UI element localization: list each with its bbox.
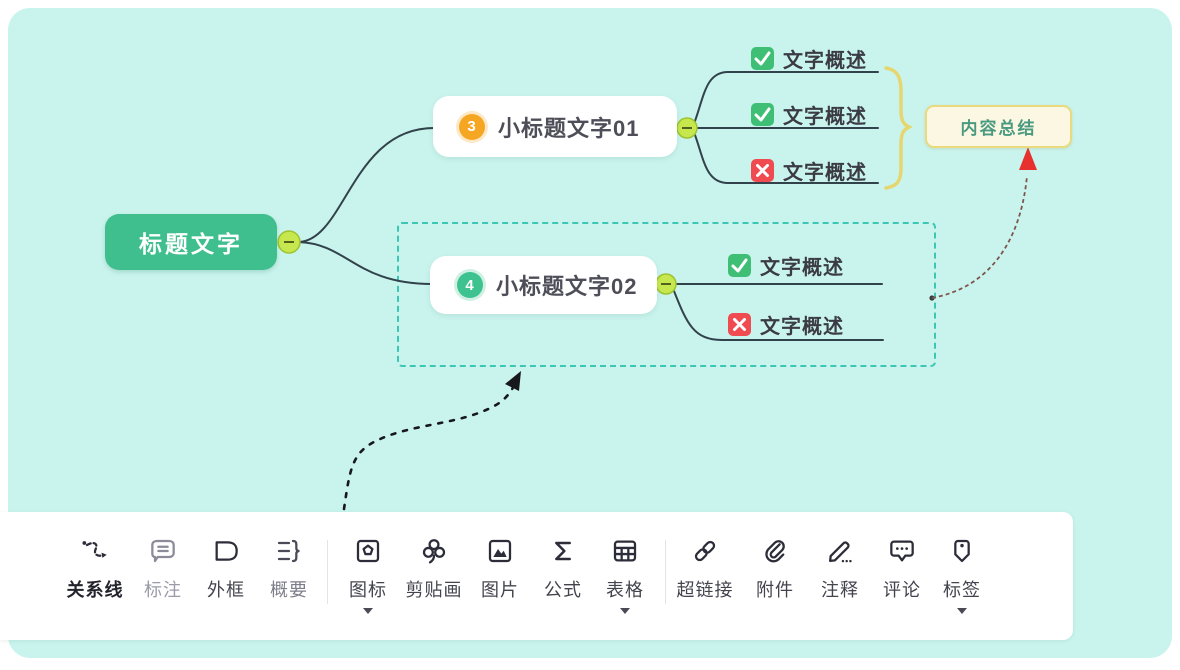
chevron-down-icon (957, 608, 967, 614)
root-topic[interactable]: 标题文字 (105, 214, 277, 270)
toolbar-item-relationship-line[interactable]: 关系线 (60, 512, 130, 602)
leaf-topic[interactable]: 文字概述 (728, 310, 844, 339)
toolbar-item-label: 图标 (349, 580, 387, 600)
toolbar-item-table[interactable]: 表格 (590, 512, 660, 614)
toolbar-item-attachment[interactable]: 附件 (740, 512, 810, 602)
toolbar-divider (327, 540, 328, 604)
toolbar-item-formula[interactable]: 公式 (528, 512, 598, 602)
toolbar-item-label: 图片 (481, 580, 519, 600)
branch-topic-label: 小标题文字02 (496, 274, 638, 299)
cross-icon (751, 159, 774, 182)
toolbar-item-label: 外框 (207, 580, 245, 600)
summary-brace (884, 66, 913, 190)
check-icon (751, 47, 774, 70)
attachment-icon (757, 533, 793, 569)
toolbar-item-label: 公式 (544, 580, 582, 600)
summary-relation-arrow[interactable] (929, 147, 1037, 301)
cross-icon (728, 313, 751, 336)
check-icon (728, 254, 751, 277)
image-icon (482, 533, 518, 569)
hyperlink-icon (687, 533, 723, 569)
priority-badge: 4 (457, 272, 483, 298)
table-icon (607, 533, 643, 569)
toolbar-item-label: 关系线 (66, 580, 124, 600)
toolbar-item-clipart[interactable]: 剪贴画 (399, 512, 469, 602)
branch-topic-02[interactable]: 4 小标题文字02 (430, 256, 657, 314)
toolbar-item-image[interactable]: 图片 (465, 512, 535, 602)
leaf-topic[interactable]: 文字概述 (728, 251, 844, 280)
leaf-topic-label: 文字概述 (760, 316, 844, 338)
clipart-icon (416, 533, 452, 569)
toolbar-item-callout[interactable]: 标注 (128, 512, 198, 602)
toolbar-item-comment[interactable]: 评论 (867, 512, 937, 602)
toolbar-item-label: 标签 (943, 580, 981, 600)
selection-frame[interactable] (397, 222, 936, 367)
note-icon (822, 533, 858, 569)
icon-marker-icon (350, 533, 386, 569)
outer-frame-icon (208, 533, 244, 569)
callout-icon (145, 533, 181, 569)
branch-topic-01[interactable]: 3 小标题文字01 (433, 96, 677, 157)
toolbar-item-label: 概要 (270, 580, 308, 600)
priority-badge: 3 (459, 113, 485, 140)
toolbar-item-label: 标注 (144, 580, 182, 600)
toolbar-item-summary[interactable]: 概要 (254, 512, 324, 602)
toolbar-item-label: 超链接 (676, 580, 734, 600)
tag-icon (944, 533, 980, 569)
collapse-button-branch1[interactable] (676, 117, 698, 139)
toolbar-divider (665, 540, 666, 604)
toolbar: 关系线 标注 外框 (0, 512, 1073, 640)
toolbar-item-label: 评论 (883, 580, 921, 600)
branch-lines (298, 71, 884, 341)
root-topic-label: 标题文字 (139, 231, 243, 257)
toolbar-item-label: 剪贴画 (405, 580, 463, 600)
relationship-line-icon (77, 533, 113, 569)
chevron-down-icon (363, 608, 373, 614)
leaf-topic-label: 文字概述 (783, 50, 867, 72)
leaf-topic-label: 文字概述 (760, 257, 844, 279)
summary-icon (271, 533, 307, 569)
toolbar-item-label: 附件 (756, 580, 794, 600)
chevron-down-icon (620, 608, 630, 614)
leaf-topic[interactable]: 文字概述 (751, 156, 867, 185)
summary-topic-label: 内容总结 (960, 119, 1037, 138)
branch-topic-label: 小标题文字01 (498, 115, 640, 141)
formula-icon (545, 533, 581, 569)
toolbar-callout-arrow (342, 371, 521, 511)
collapse-button-root[interactable] (277, 230, 301, 254)
leaf-topic[interactable]: 文字概述 (751, 44, 867, 73)
toolbar-item-hyperlink[interactable]: 超链接 (670, 512, 740, 602)
toolbar-item-label: 表格 (606, 580, 644, 600)
toolbar-item-outer-frame[interactable]: 外框 (191, 512, 261, 602)
toolbar-item-label: 注释 (821, 580, 859, 600)
collapse-button-branch2[interactable] (655, 273, 677, 295)
leaf-topic-label: 文字概述 (783, 162, 867, 184)
toolbar-item-note[interactable]: 注释 (805, 512, 875, 602)
leaf-topic-label: 文字概述 (783, 106, 867, 128)
check-icon (751, 103, 774, 126)
toolbar-item-tag[interactable]: 标签 (927, 512, 997, 614)
leaf-topic[interactable]: 文字概述 (751, 100, 867, 129)
toolbar-item-icon-marker[interactable]: 图标 (333, 512, 403, 614)
comment-icon (884, 533, 920, 569)
summary-topic[interactable]: 内容总结 (925, 105, 1072, 148)
